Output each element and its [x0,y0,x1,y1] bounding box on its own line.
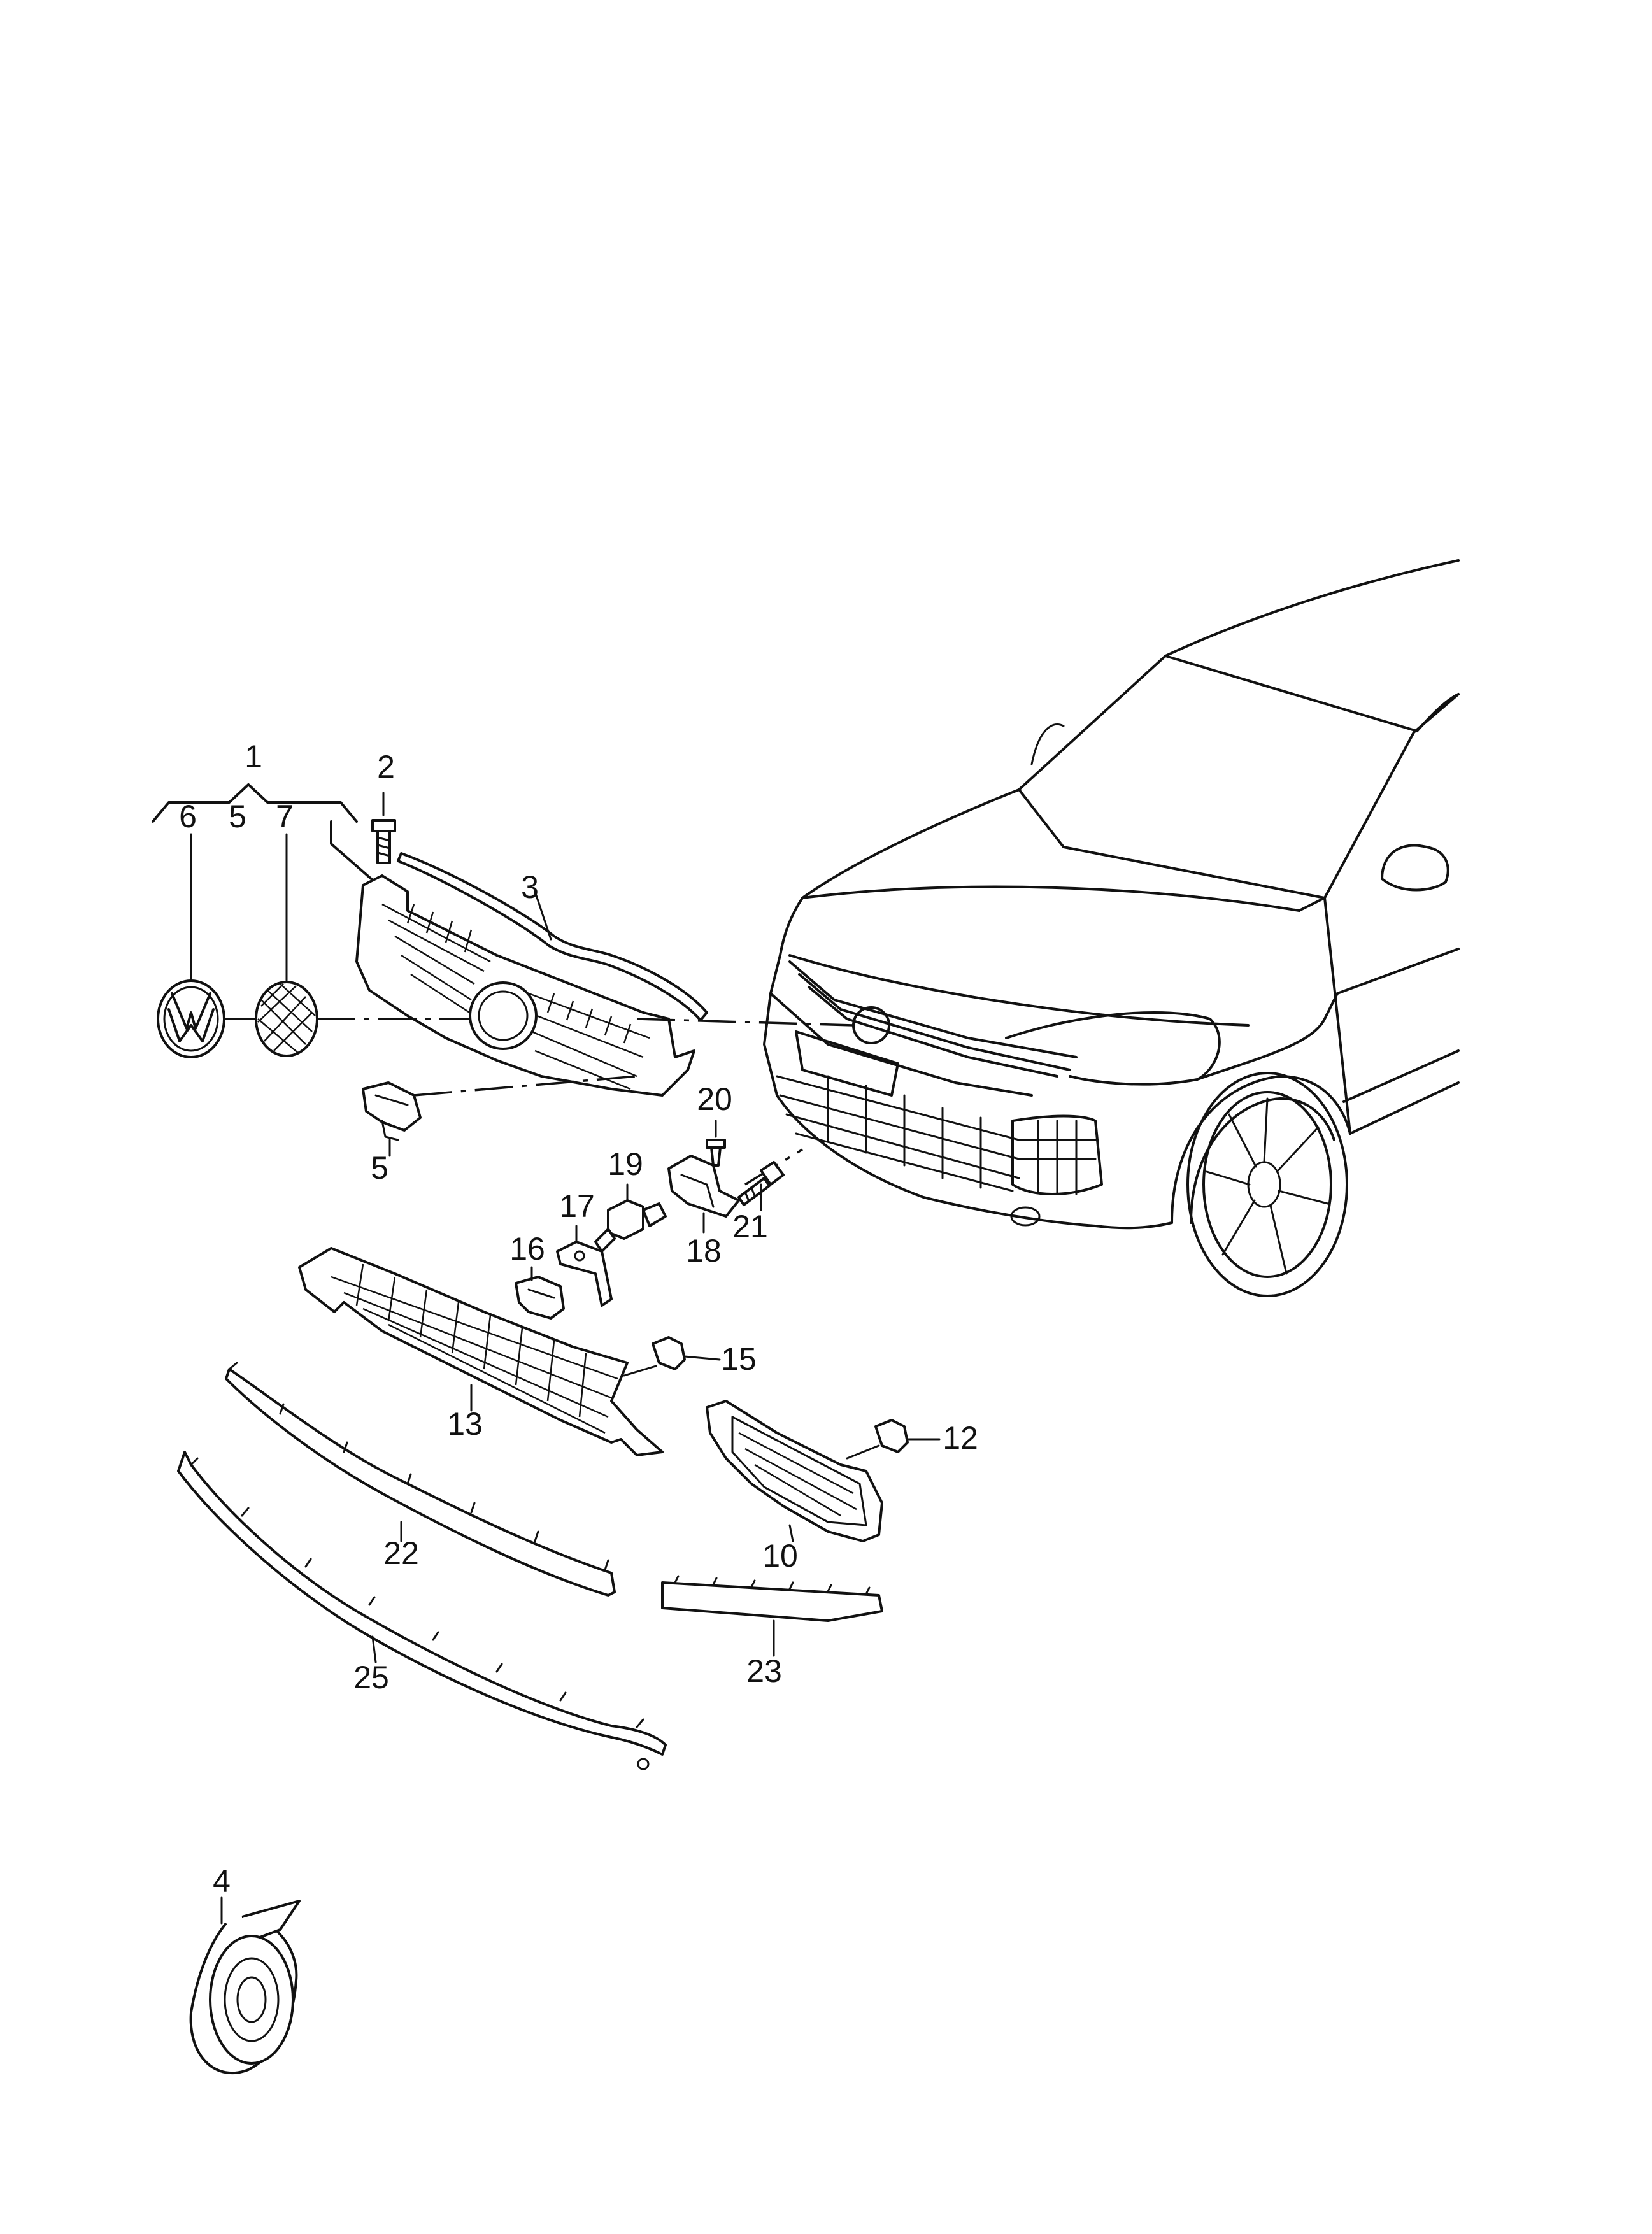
callout-17: 17 [559,1188,595,1224]
part-6-emblem [157,833,225,1058]
callout-21: 21 [732,1209,768,1244]
part-13-lower-grille [298,1247,664,1456]
part-22-trim-strip [225,1362,616,1597]
callout-12: 12 [943,1420,978,1456]
callout-6: 6 [179,799,197,834]
callout-10: 10 [762,1538,798,1574]
assembly-line-bracket [413,1075,637,1097]
callout-23: 23 [746,1653,782,1689]
callout-4: 4 [213,1863,231,1899]
part-17-holder [556,1225,613,1307]
callout-20: 20 [697,1081,732,1117]
part-15-clip [623,1336,721,1377]
part-1-group-bracket [152,783,383,890]
callout-15: 15 [721,1341,757,1377]
callout-25: 25 [353,1660,389,1695]
part-10-fog-grille [706,1400,883,1542]
part-21-bolt [737,1161,785,1211]
callout-5-clip: 5 [371,1150,388,1186]
part-25-trim-strip [177,1451,667,1770]
callout-22: 22 [383,1535,419,1571]
part-20-screw [706,1120,726,1167]
assembly-line-grille [317,1018,854,1027]
part-5-clip [362,1081,422,1157]
part-12-clip [846,1419,941,1460]
callout-3: 3 [521,869,539,905]
part-grille [355,874,695,1097]
callout-2: 2 [377,749,395,785]
callout-labels: 1 2 3 4 5 5 6 7 10 12 13 15 16 17 18 19 … [179,739,978,1899]
part-23-trim-strip [661,1575,883,1657]
part-7-emblem-carrier [255,833,318,1057]
part-19-sensor [594,1183,667,1253]
callout-5-group: 5 [229,799,246,834]
callout-18: 18 [686,1233,722,1269]
callout-1: 1 [245,739,262,774]
part-18-sensor-bracket [667,1155,740,1234]
vehicle-outline [763,559,1460,1297]
callout-7: 7 [276,799,294,834]
part-16-clip [515,1266,565,1320]
callout-19: 19 [608,1146,643,1182]
part-2-screw [371,792,396,864]
callout-13: 13 [447,1406,483,1442]
callout-16: 16 [509,1231,545,1267]
part-4-tape-roll [189,1896,301,2074]
